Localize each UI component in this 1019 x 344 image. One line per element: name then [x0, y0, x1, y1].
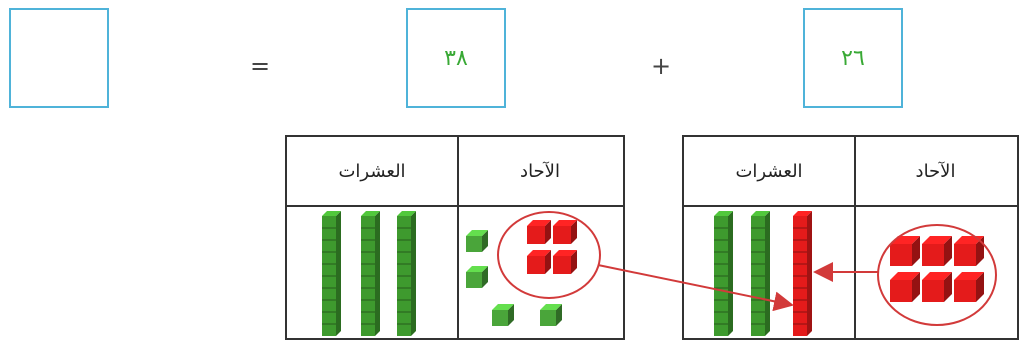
first-addend-box: ٢٦: [803, 8, 903, 108]
second-addend-box: ٣٨: [406, 8, 506, 108]
column-divider-right: [854, 137, 856, 338]
unit-cube-green: [492, 304, 514, 326]
unit-cube-red: [527, 250, 551, 274]
unit-cube-red: [553, 220, 577, 244]
equals-sign: =: [250, 52, 271, 80]
tens-rod: [322, 211, 341, 336]
header-tens-right: العشرات: [735, 160, 803, 182]
regrouped-tens-rod: [793, 211, 812, 336]
unit-cube-red: [954, 272, 984, 302]
header-divider-left: [287, 205, 623, 207]
header-divider-right: [684, 205, 1017, 207]
regroup-circle-left: [497, 211, 601, 299]
header-ones-right: الآحاد: [915, 160, 956, 182]
unit-cube-green: [466, 266, 488, 288]
unit-cube-green: [466, 230, 488, 252]
header-tens-left: العشرات: [338, 160, 406, 182]
header-ones-left: الآحاد: [520, 160, 560, 182]
tens-rod: [397, 211, 416, 336]
tens-rod: [751, 211, 770, 336]
tens-rod: [714, 211, 733, 336]
unit-cube-red: [922, 236, 952, 266]
unit-cube-red: [527, 220, 551, 244]
ones-circle-right: [877, 224, 997, 326]
unit-cube-green: [540, 304, 562, 326]
unit-cube-red: [890, 272, 920, 302]
unit-cube-red: [922, 272, 952, 302]
plus-sign: +: [651, 52, 672, 80]
tens-rod: [361, 211, 380, 336]
unit-cube-red: [954, 236, 984, 266]
result-box[interactable]: [9, 8, 109, 108]
regroup-arrow-left: [597, 264, 794, 312]
unit-cube-red: [553, 250, 577, 274]
column-divider-left: [457, 137, 459, 338]
